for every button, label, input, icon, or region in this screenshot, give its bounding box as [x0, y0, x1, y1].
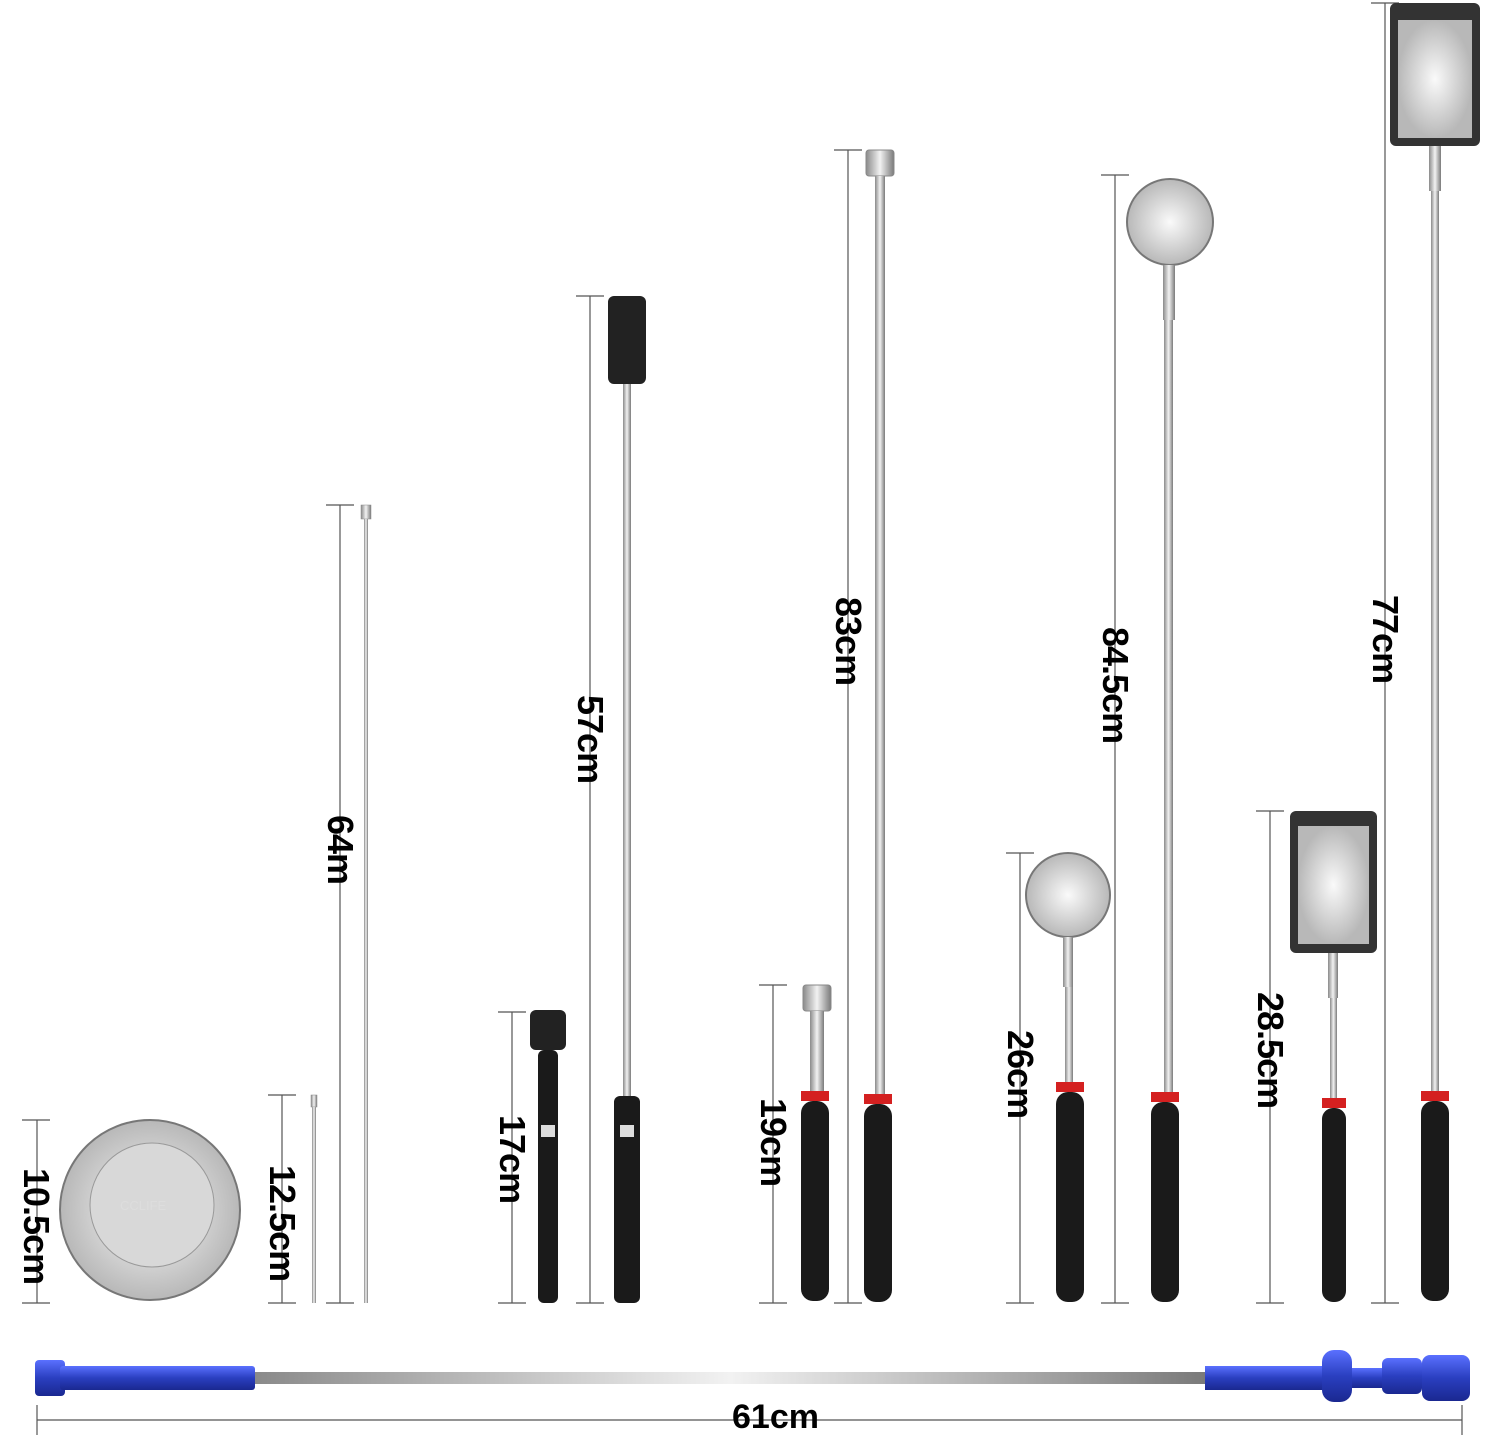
flashlight-collapsed: [530, 1010, 566, 1303]
round-mirror-collapsed: [1025, 852, 1111, 1302]
label-flex-pickup: 61cm: [732, 1398, 819, 1436]
svg-text:CCLIFE: CCLIFE: [120, 1198, 167, 1213]
magnet-pickup-extended: [864, 149, 895, 1302]
label-magnet-extended: 83cm: [828, 597, 869, 686]
magnet-pickup-collapsed: [801, 984, 832, 1301]
label-pickup-extended: 64m: [320, 815, 361, 885]
rect-mirror-collapsed: [1290, 811, 1377, 1302]
flashlight-extended: [608, 296, 646, 1303]
round-mirror-extended: [1126, 178, 1214, 1302]
label-flashlight-extended: 57cm: [570, 695, 611, 784]
dimension-lines: [22, 2, 1463, 1435]
mini-pickup-tool: [310, 1094, 318, 1303]
rect-mirror-extended: [1390, 3, 1480, 1301]
label-rect-mirror-extended: 77cm: [1365, 595, 1406, 684]
label-mini-pickup: 12.5cm: [262, 1165, 303, 1282]
label-round-mirror-collapsed: 26cm: [1000, 1030, 1041, 1119]
label-magnet-collapsed: 19cm: [753, 1098, 794, 1187]
label-flashlight-collapsed: 17cm: [492, 1115, 533, 1204]
flexible-pickup-tool: [35, 1350, 1470, 1402]
label-tray: 10.5cm: [16, 1168, 57, 1285]
magnetic-tray: CCLIFE: [59, 1119, 241, 1301]
label-rect-mirror-collapsed: 28.5cm: [1250, 992, 1291, 1109]
pickup-tool-extended: [360, 504, 372, 1303]
label-round-mirror-extended: 84.5cm: [1095, 627, 1136, 744]
